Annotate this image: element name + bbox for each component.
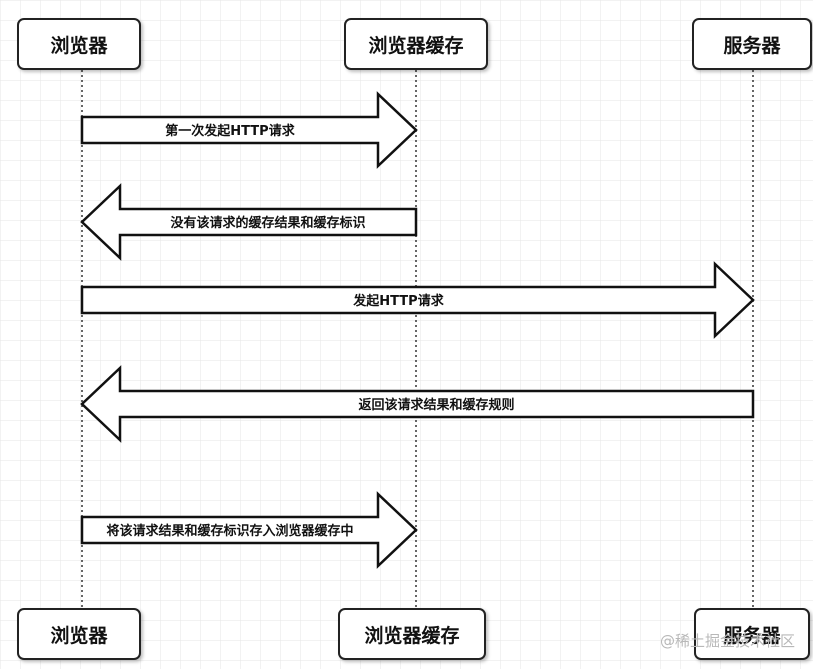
message-label-4: 返回该请求结果和缓存规则 (358, 397, 514, 413)
participant-cache-top: 浏览器缓存 (344, 18, 488, 70)
message-label-1: 第一次发起HTTP请求 (165, 123, 295, 139)
participant-label: 浏览器缓存 (368, 34, 464, 57)
participant-label: 浏览器 (50, 624, 108, 647)
message-label-3: 发起HTTP请求 (352, 293, 444, 309)
participant-browser-top: 浏览器 (17, 18, 141, 70)
message-arrow-4 (80, 365, 755, 443)
participant-label: 浏览器 (50, 34, 108, 57)
participant-cache-bottom: 浏览器缓存 (338, 608, 486, 660)
message-label-2: 没有该请求的缓存结果和缓存标识 (170, 215, 365, 231)
participant-label: 服务器 (723, 34, 781, 57)
message-label-5: 将该请求结果和缓存标识存入浏览器缓存中 (106, 523, 353, 539)
participant-server-bottom: 服务器 (694, 608, 810, 660)
participant-browser-bottom: 浏览器 (17, 608, 141, 660)
watermark: @稀土掘金技术社区 (659, 632, 795, 650)
message-arrow-3 (80, 261, 755, 339)
participant-label: 浏览器缓存 (364, 624, 460, 647)
message-arrow-1 (80, 91, 418, 169)
message-arrows: 第一次发起HTTP请求没有该请求的缓存结果和缓存标识发起HTTP请求返回该请求结… (80, 91, 755, 569)
message-arrow-2 (80, 183, 418, 261)
participant-label: 服务器 (723, 624, 781, 647)
message-arrow-5 (80, 491, 418, 569)
participant-server-top: 服务器 (692, 18, 812, 70)
